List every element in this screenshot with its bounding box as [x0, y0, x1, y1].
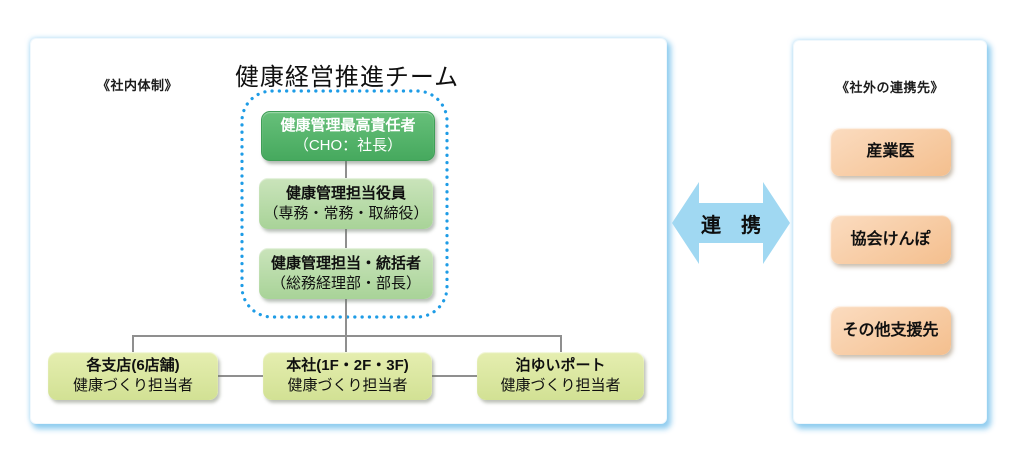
team-box-title: 健康管理担当役員 [285, 184, 406, 202]
connector-line [218, 375, 263, 377]
team-box-title: 健康管理担当・統括者 [270, 254, 421, 272]
connector-line [432, 375, 477, 377]
team-box-cho: 健康管理最高責任者 （CHO：社長） [261, 111, 435, 161]
team-title: 健康経営推進チーム [234, 64, 460, 91]
team-dotted-border [240, 89, 449, 319]
partner-box-occupational-physician: 産業医 [830, 128, 951, 176]
site-box-subtitle: 健康づくり担当者 [72, 377, 193, 394]
connector-line [132, 335, 562, 337]
cooperation-arrow: 連 携 [672, 182, 790, 264]
connector-line [345, 229, 347, 248]
double-arrow-icon [672, 182, 790, 264]
connector-line [345, 299, 347, 352]
team-box-subtitle: （総務経理部・部長） [270, 274, 421, 292]
team-box-subtitle: （CHO：社長） [293, 137, 403, 154]
partner-box-kyokai-kenpo: 協会けんぽ [830, 215, 951, 264]
site-box-headquarters: 本社(1F・2F・3F) 健康づくり担当者 [263, 352, 432, 400]
site-box-branches: 各支店(6店舗) 健康づくり担当者 [48, 352, 218, 400]
internal-structure-panel: 《社内体制》 健康経営推進チーム 健康管理最高責任者 （CHO：社長） 健康管理… [30, 38, 667, 424]
external-section-label: 《社外の連携先》 [835, 80, 944, 95]
team-box-supervisor: 健康管理担当・統括者 （総務経理部・部長） [259, 248, 433, 299]
team-box-title: 健康管理最高責任者 [280, 117, 416, 135]
external-partners-panel: 《社外の連携先》 産業医 協会けんぽ その他支援先 [793, 40, 987, 424]
connector-line [560, 335, 562, 353]
site-box-title: 本社(1F・2F・3F) [286, 357, 409, 375]
team-box-subtitle: （専務・常務・取締役） [263, 204, 429, 222]
site-box-subtitle: 健康づくり担当者 [500, 377, 621, 394]
site-box-title: 各支店(6店舗) [86, 357, 180, 375]
site-box-subtitle: 健康づくり担当者 [287, 377, 408, 394]
cooperation-label: 連 携 [701, 214, 761, 237]
site-box-title: 泊ゆいポート [515, 357, 606, 375]
internal-section-label: 《社内体制》 [97, 78, 179, 93]
team-box-executives: 健康管理担当役員 （専務・常務・取締役） [259, 178, 433, 229]
connector-line [132, 335, 134, 353]
site-box-tomari-yui-port: 泊ゆいポート 健康づくり担当者 [477, 352, 644, 400]
connector-line [345, 159, 347, 178]
partner-box-other-support: その他支援先 [830, 306, 951, 355]
